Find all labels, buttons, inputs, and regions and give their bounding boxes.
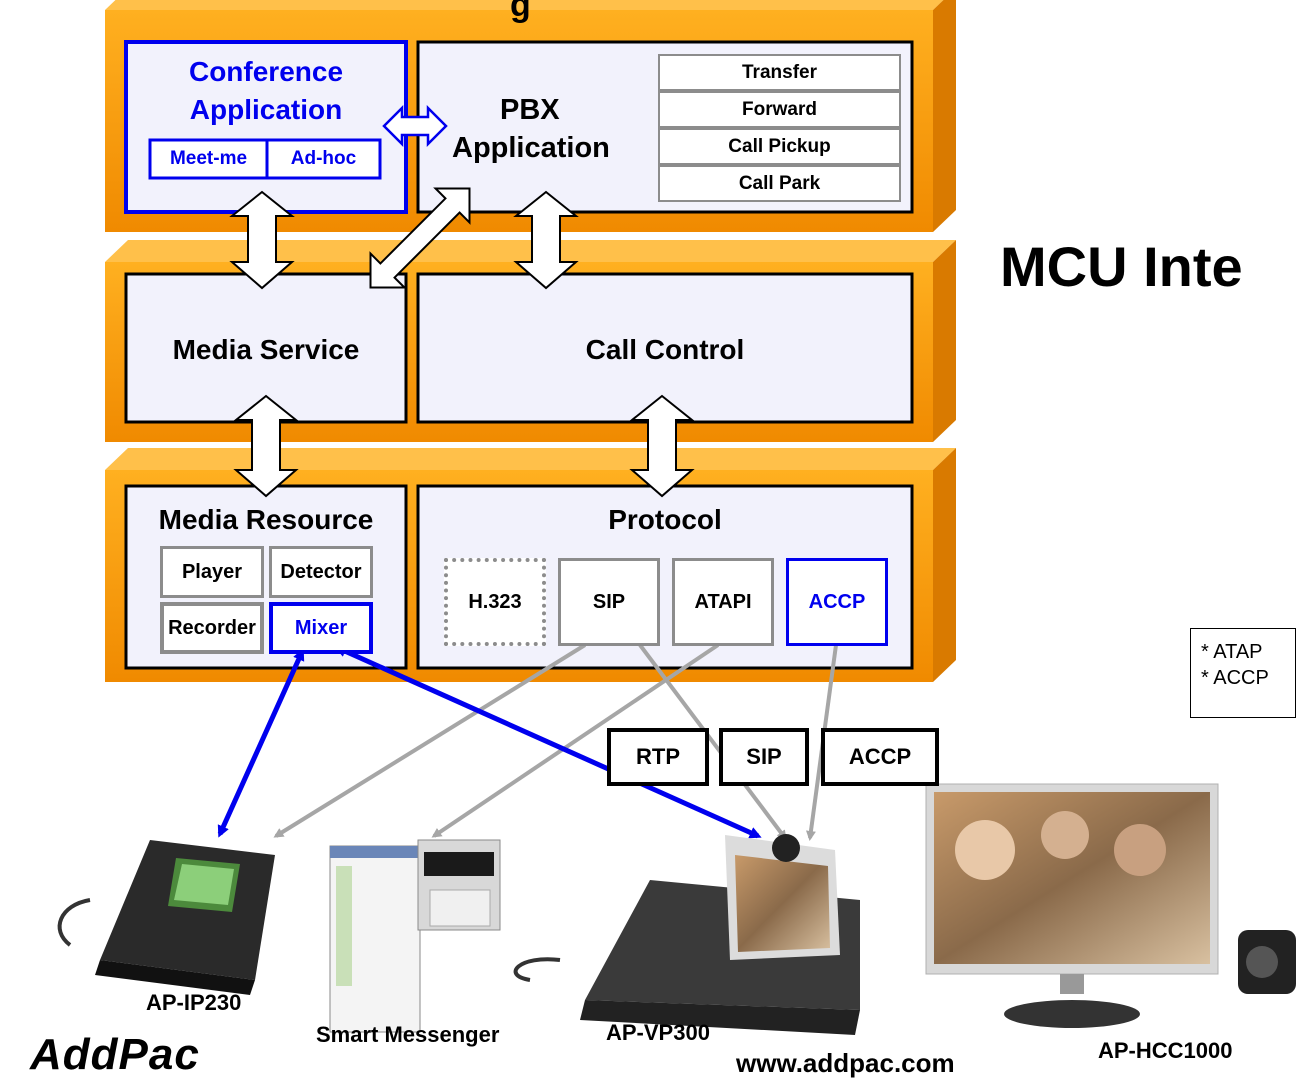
device-label-ap-ip230: AP-IP230	[146, 990, 242, 1015]
addpac-logo: AddPac	[30, 1030, 200, 1079]
mixer-box: Mixer	[269, 602, 373, 654]
recorder-box: Recorder	[160, 602, 264, 654]
detector-box: Detector	[269, 546, 373, 598]
protocol-label: Protocol	[608, 504, 722, 535]
accp-box: ACCP	[786, 558, 888, 646]
device-label-ap-vp300: AP-VP300	[606, 1020, 710, 1045]
accp-tag: ACCP	[821, 728, 939, 786]
feature-call-park: Call Park	[658, 165, 901, 202]
conf-media-arrow	[229, 190, 295, 290]
footnote-accp: * ACCP	[1201, 667, 1269, 689]
device-label-ap-hcc1000: AP-HCC1000	[1098, 1038, 1233, 1063]
mcu-title: MCU Inte	[1000, 235, 1243, 298]
sip-box: SIP	[558, 558, 660, 646]
pbx-callcontrol-arrow	[513, 190, 579, 290]
conference-panel	[124, 40, 408, 214]
footnote-atapi: * ATAP	[1201, 641, 1263, 663]
media-resource-label: Media Resource	[158, 504, 374, 535]
sip-tag: SIP	[719, 728, 809, 786]
ap-ip230-phone-image	[57, 840, 275, 995]
atapi-box: ATAPI	[672, 558, 774, 646]
ap-hcc1000-image	[925, 783, 1296, 1028]
callcontrol-protocol-arrow	[629, 394, 695, 498]
meet-me-label: Meet-me	[169, 148, 248, 169]
media-service-label: Media Service	[172, 334, 360, 365]
top-heading-partial: g	[510, 0, 531, 24]
pbx-label-line2: Application	[452, 132, 610, 164]
feature-call-pickup: Call Pickup	[658, 128, 901, 165]
conference-subbox	[148, 138, 382, 180]
player-box: Player	[160, 546, 264, 598]
conference-label-line1: Conference	[188, 56, 344, 87]
pbx-label-line1: PBX	[500, 94, 560, 126]
ad-hoc-label: Ad-hoc	[290, 148, 357, 169]
device-label-smart-messenger: Smart Messenger	[316, 1022, 500, 1047]
conference-pbx-arrow	[382, 104, 448, 148]
call-control-label: Call Control	[585, 334, 745, 365]
footnote-box: * ATAP * ACCP	[1190, 628, 1296, 718]
feature-transfer: Transfer	[658, 54, 901, 91]
rtp-tag: RTP	[607, 728, 709, 786]
feature-forward: Forward	[658, 91, 901, 128]
media-resource-arrow	[233, 394, 299, 498]
pbx-media-diag-arrow	[369, 187, 471, 289]
conference-label-line2: Application	[189, 94, 343, 125]
smart-messenger-image	[329, 839, 501, 1033]
ap-vp300-phone-image	[513, 834, 860, 1035]
h323-box: H.323	[444, 558, 546, 646]
website-url: www.addpac.com	[736, 1048, 955, 1078]
